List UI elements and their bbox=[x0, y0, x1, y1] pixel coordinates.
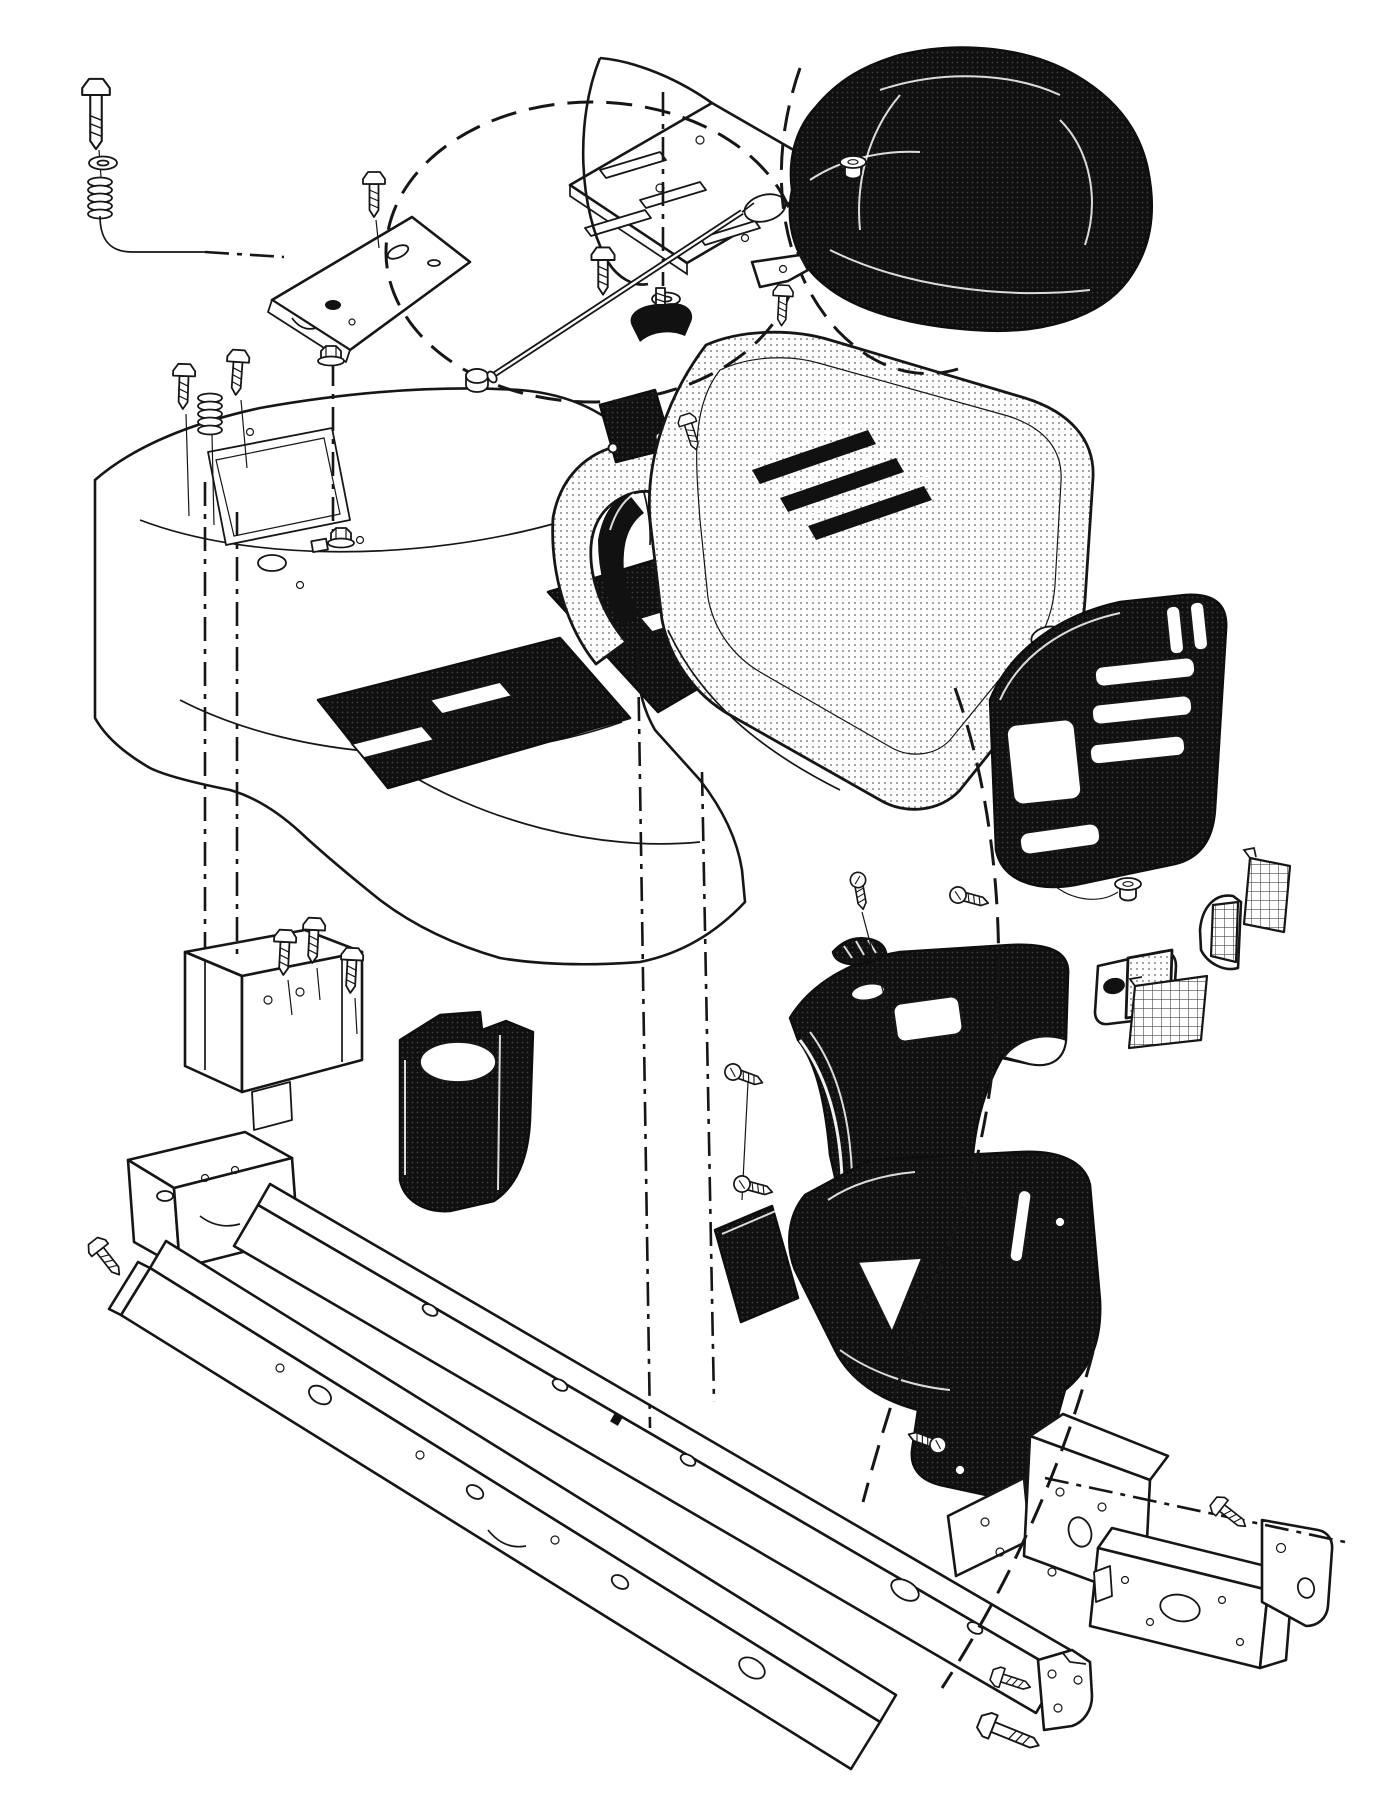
part-7-screw bbox=[590, 246, 616, 296]
part-17-screw bbox=[170, 362, 197, 411]
part-33-insert bbox=[831, 937, 888, 966]
part-16-screw-e bbox=[83, 1233, 129, 1282]
part-16-screw-d bbox=[338, 946, 365, 1035]
part-8-seat-pan bbox=[568, 56, 839, 286]
part-16-screw-b bbox=[271, 928, 298, 1016]
spring-link-wire bbox=[99, 215, 205, 253]
part-9-rod bbox=[486, 202, 755, 384]
part-16-screw-g bbox=[1206, 1492, 1253, 1535]
part-16-screw-c bbox=[300, 916, 327, 1001]
part-16-screw-a bbox=[223, 348, 251, 397]
screw-axis-line bbox=[375, 219, 380, 249]
part-31-screw-a bbox=[947, 884, 992, 912]
part-43-chassis-rail bbox=[107, 1239, 898, 1771]
part-3-latch-plate bbox=[750, 253, 810, 289]
part-14-washer bbox=[88, 155, 118, 171]
screw-axis-line bbox=[240, 399, 248, 469]
part-41-gusset bbox=[1036, 1648, 1094, 1732]
part-26-grille bbox=[988, 593, 1228, 889]
part-35-bushing bbox=[1047, 877, 1142, 902]
part-32-screw bbox=[848, 870, 899, 1049]
part-2-cap-nut bbox=[465, 368, 489, 393]
part-10-support-plate bbox=[267, 215, 472, 363]
part-31-screw-c bbox=[731, 1173, 776, 1201]
part-4-screw bbox=[770, 283, 795, 327]
part-29-lens bbox=[1127, 974, 1209, 1050]
part-39-bracket bbox=[1260, 1518, 1334, 1628]
construction-lines bbox=[203, 67, 1346, 1689]
spring-axis-line bbox=[211, 433, 215, 526]
part-18-spring bbox=[197, 392, 223, 436]
part-28-lens-housing bbox=[1198, 894, 1243, 971]
part-1-seat bbox=[788, 46, 1154, 333]
part-25-hood bbox=[647, 330, 1095, 811]
part-42-bolt bbox=[973, 1708, 1045, 1759]
part-27-lens bbox=[1242, 847, 1292, 934]
part-13-bolt bbox=[81, 77, 111, 151]
part-47-support-bracket bbox=[183, 928, 364, 1131]
part-36-lower-dash bbox=[713, 1204, 800, 1324]
part-5-knob bbox=[630, 287, 693, 342]
part-20-nut bbox=[327, 527, 355, 549]
part-24-footrest-pad bbox=[316, 636, 632, 790]
part-12-nut bbox=[317, 345, 345, 367]
part-11-screw bbox=[362, 171, 386, 218]
part-45-battery-box bbox=[398, 1010, 535, 1213]
part-37-console bbox=[788, 1150, 1102, 1501]
part-40-drawbar bbox=[1088, 1526, 1294, 1670]
part-15-spring bbox=[87, 176, 113, 220]
screw-axis-line bbox=[185, 413, 190, 517]
